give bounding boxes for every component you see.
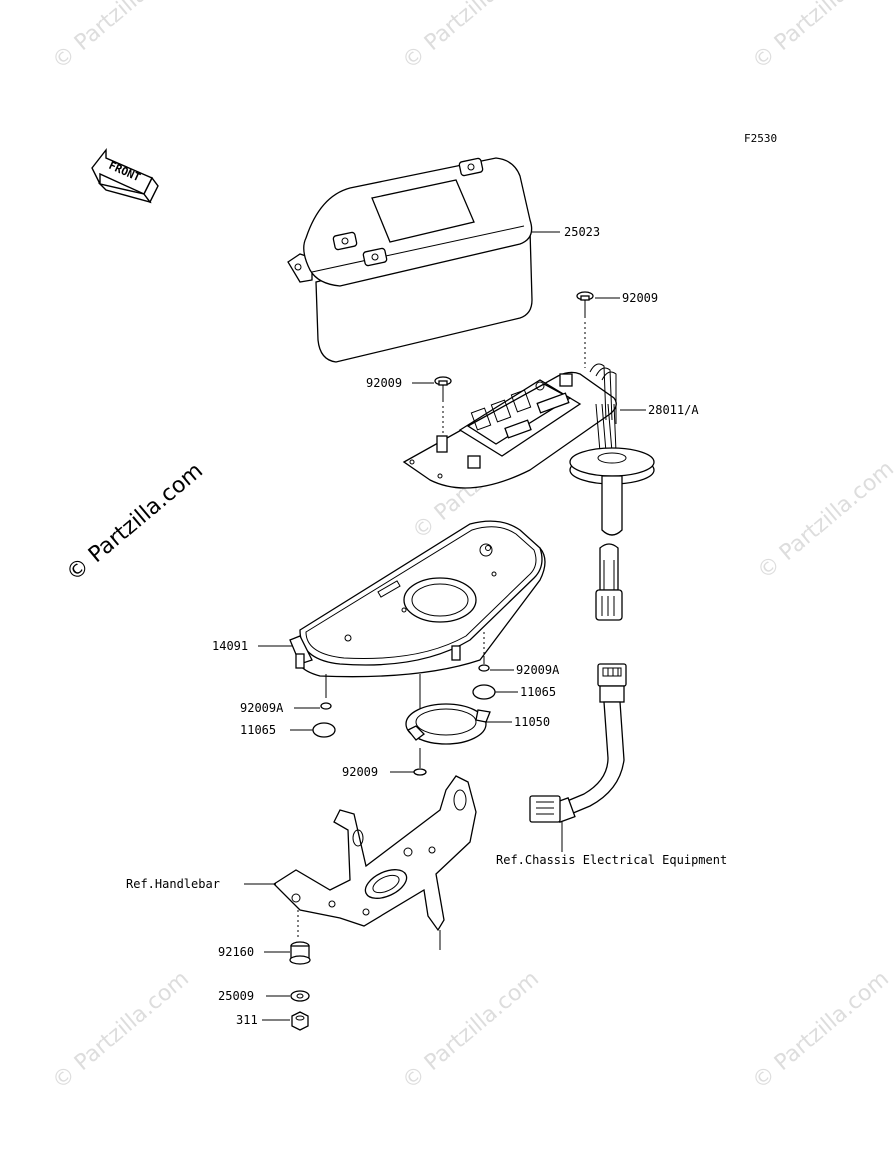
watermark-tile: © Partzilla.com: [398, 0, 544, 75]
wiring-harness-part: [529, 663, 627, 823]
damper-part: [472, 684, 496, 700]
callout-meter-assy: 28011/A: [648, 403, 699, 417]
screw-part: [434, 376, 452, 450]
callout-gasket: 11050: [514, 715, 550, 729]
watermark-tile: © Partzilla.com: [398, 966, 544, 1094]
screw-part: [320, 674, 332, 710]
watermark-tile: © Partzilla.com: [48, 0, 194, 75]
meter-assembly-part: [402, 363, 655, 621]
meter-bracket-part: [272, 775, 477, 950]
front-arrow-icon: FRONT: [91, 147, 159, 204]
screw-part: [576, 291, 594, 368]
callout-ref-chassis: Ref.Chassis Electrical Equipment: [496, 853, 727, 867]
screw-part: [413, 748, 427, 776]
watermark-tile: © Partzilla.com: [48, 966, 194, 1094]
meter-case-part: [289, 520, 546, 740]
damper-part: [312, 722, 336, 738]
callout-damper-right: 11065: [520, 685, 556, 699]
watermark-tile: © Partzilla.com: [748, 966, 894, 1094]
callout-screw-bottom: 92009: [342, 765, 378, 779]
callout-screw-top-right: 92009: [622, 291, 658, 305]
watermark-tile: © Partzilla.com: [753, 456, 894, 584]
watermark-main: © Partzilla.com: [62, 458, 208, 586]
callout-screw-left: 92009: [366, 376, 402, 390]
gasket-part: [405, 703, 491, 745]
watermark-tile: © Partzilla.com: [748, 0, 894, 75]
grommet-part: [289, 910, 311, 965]
callout-ref-handlebar: Ref.Handlebar: [126, 877, 220, 891]
callout-screw-a-right: 92009A: [516, 663, 560, 677]
callout-grommet: 92160: [218, 945, 254, 959]
callout-damper-left: 11065: [240, 723, 276, 737]
screw-part: [478, 656, 490, 672]
callout-meter-cover: 25023: [564, 225, 600, 239]
figure-code: F2530: [744, 132, 777, 145]
nut-part: [291, 1011, 309, 1031]
meter-cover-part: [287, 157, 533, 363]
callout-nut: 311: [236, 1013, 258, 1027]
callout-meter-case: 14091: [212, 639, 248, 653]
callout-washer: 25009: [218, 989, 254, 1003]
callout-screw-a-left: 92009A: [240, 701, 284, 715]
washer-part: [290, 990, 310, 1002]
